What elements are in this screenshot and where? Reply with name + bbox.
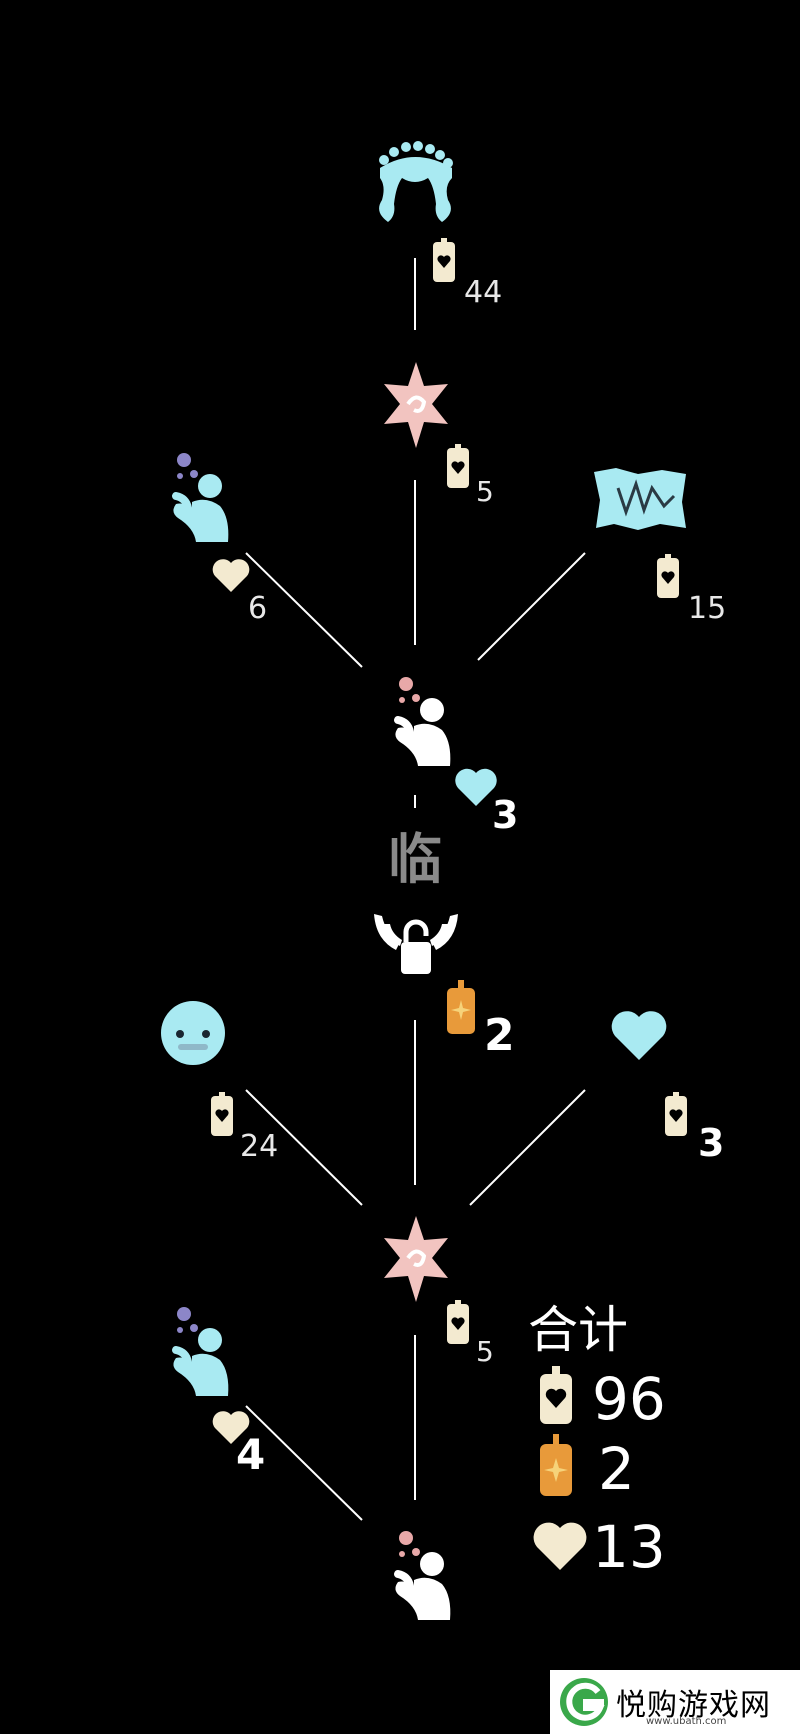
candle-icon (536, 1366, 576, 1430)
candle-icon (654, 554, 682, 604)
emote-star-icon[interactable] (382, 362, 450, 452)
blow-bottom-left-cost: 4 (236, 1430, 266, 1479)
blow-emote-icon[interactable] (388, 676, 458, 772)
heart-icon (454, 768, 498, 810)
total-candles: 96 (592, 1365, 666, 1433)
blow-center-cost: 3 (492, 793, 519, 837)
line-mask-emote (245, 1089, 363, 1206)
total-season-candles: 2 (598, 1435, 635, 1503)
unlock-cost: 2 (484, 1010, 515, 1061)
season-label: 临 (388, 828, 442, 891)
mask-icon[interactable] (160, 1000, 226, 1070)
watermark-banner: 悦购游戏网 www.ubath.com (550, 1670, 800, 1734)
line-map-blow (477, 552, 586, 661)
heart-reward-icon[interactable] (610, 1010, 668, 1064)
season-candle-icon (444, 980, 478, 1040)
blow-emote-icon[interactable] (388, 1530, 458, 1626)
candle-icon (208, 1092, 236, 1142)
candle-icon (662, 1092, 690, 1142)
watermark-url: www.ubath.com (646, 1716, 727, 1727)
heart-icon (532, 1522, 588, 1574)
emote-top-cost: 5 (476, 475, 494, 508)
emote-bottom-cost: 5 (476, 1335, 494, 1368)
candle-icon (444, 444, 472, 494)
map-cost: 15 (688, 591, 727, 626)
blow-left-cost: 6 (248, 591, 268, 626)
hairstyle-icon[interactable] (372, 138, 458, 228)
line-blowleft2-blow (245, 1405, 363, 1521)
watermark-text: 悦购游戏网 (616, 1688, 771, 1723)
heart-icon (212, 1410, 250, 1448)
emote-star-icon[interactable] (382, 1216, 450, 1306)
season-candle-icon (536, 1434, 576, 1502)
blow-emote-icon[interactable] (166, 1306, 236, 1402)
totals-title: 合计 (528, 1301, 628, 1359)
blow-emote-icon[interactable] (166, 452, 236, 548)
total-hearts: 13 (592, 1513, 666, 1581)
line-heart-emote (469, 1089, 586, 1206)
mask-cost: 24 (240, 1129, 279, 1164)
heart-right-cost: 3 (698, 1121, 725, 1165)
map-icon[interactable] (592, 466, 688, 536)
heart-icon (212, 558, 250, 596)
line-blowleft-blow (245, 552, 363, 668)
candle-icon (430, 238, 458, 288)
candle-icon (444, 1300, 472, 1350)
hair-cost: 44 (464, 275, 503, 310)
season-unlock-icon[interactable] (370, 910, 462, 980)
watermark-logo-icon (560, 1678, 608, 1726)
